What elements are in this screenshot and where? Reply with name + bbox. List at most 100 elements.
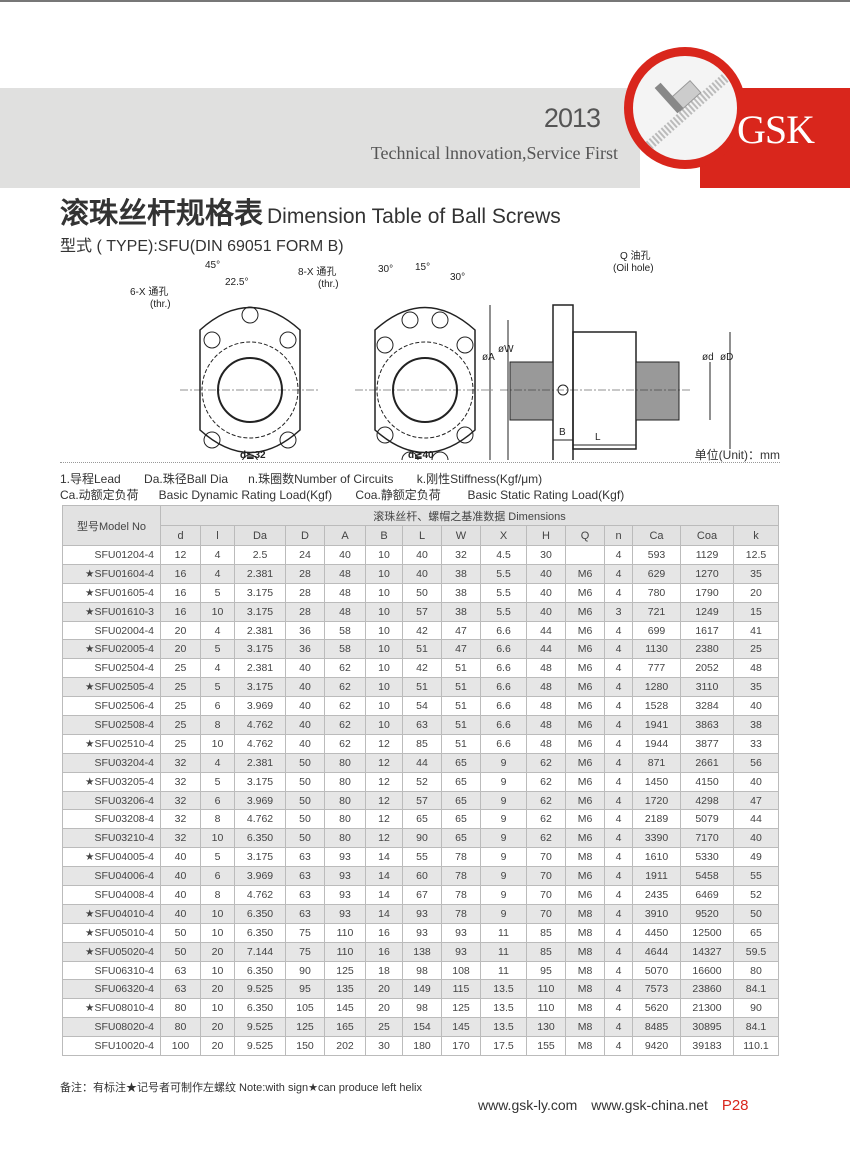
value-cell: 12 [160, 545, 201, 565]
value-cell: 58 [324, 639, 366, 660]
value-cell: 6 [200, 790, 235, 811]
value-cell: 62 [526, 828, 566, 849]
value-cell: 149 [402, 979, 442, 1000]
value-cell: 42 [402, 620, 442, 641]
column-header: Da [234, 525, 286, 546]
legend-line-1: 1.导程Lead Da.珠径Ball Dia n.珠圈数Number of Ci… [60, 472, 543, 486]
value-cell: 47 [441, 639, 481, 660]
value-cell: 4 [604, 677, 633, 698]
value-cell: 40 [526, 601, 566, 622]
value-cell: 75 [285, 941, 325, 962]
value-cell: 2661 [680, 752, 734, 773]
value-cell: 33 [733, 733, 779, 754]
value-cell: 5.5 [480, 563, 527, 584]
value-cell: 62 [324, 715, 366, 735]
svg-text:øD: øD [720, 352, 733, 363]
value-cell: 12 [365, 771, 403, 792]
model-cell: SFU06320-4 [62, 979, 161, 1000]
column-header: d [160, 525, 201, 546]
value-cell: 1450 [632, 771, 681, 792]
value-cell: 9 [480, 903, 527, 924]
value-cell: 10 [365, 545, 403, 565]
cond-large: d≧40 [408, 450, 434, 460]
value-cell: 4 [604, 828, 633, 849]
value-cell: 50 [285, 809, 325, 830]
dimensions-header: 滚珠丝杆、螺帽之基准数据 Dimensions [160, 505, 779, 526]
value-cell: 14 [365, 885, 403, 905]
svg-text:B: B [559, 427, 566, 438]
value-cell: 6.6 [480, 677, 527, 698]
value-cell: 41 [733, 620, 779, 641]
value-cell: 4644 [632, 941, 681, 962]
column-header: Ca [632, 525, 681, 546]
value-cell: 63 [160, 979, 201, 1000]
value-cell: 10 [365, 696, 403, 717]
value-cell: 4 [604, 866, 633, 887]
value-cell: 80 [324, 752, 366, 773]
value-cell: 80 [324, 828, 366, 849]
value-cell: 9 [480, 752, 527, 773]
value-cell: M6 [565, 601, 605, 622]
value-cell: 4 [604, 658, 633, 679]
value-cell: 5 [200, 677, 235, 698]
column-header: l [200, 525, 235, 546]
value-cell: 48 [324, 563, 366, 584]
value-cell: 51 [441, 658, 481, 679]
value-cell: 6.350 [234, 903, 286, 924]
value-cell: M6 [565, 658, 605, 679]
value-cell: 3.969 [234, 696, 286, 717]
value-cell: 40 [285, 658, 325, 679]
value-cell: 3877 [680, 733, 734, 754]
value-cell: 62 [324, 733, 366, 754]
value-cell: 1720 [632, 790, 681, 811]
value-cell: 4 [604, 885, 633, 905]
value-cell: 145 [441, 1017, 481, 1038]
value-cell: 25 [160, 677, 201, 698]
value-cell: 5620 [632, 998, 681, 1019]
value-cell: M6 [565, 771, 605, 792]
value-cell: 10 [365, 563, 403, 584]
value-cell: M6 [565, 866, 605, 887]
value-cell: 40 [733, 771, 779, 792]
value-cell: 4 [604, 809, 633, 830]
value-cell: 28 [285, 601, 325, 622]
value-cell: 30 [365, 1036, 403, 1057]
value-cell: 154 [402, 1017, 442, 1038]
value-cell: 54 [402, 696, 442, 717]
value-cell: 4 [604, 979, 633, 1000]
value-cell: 20 [200, 1017, 235, 1038]
model-cell: SFU02504-4 [62, 658, 161, 679]
website-link-1[interactable]: www.gsk-ly.com [478, 1097, 578, 1113]
value-cell: 5 [200, 582, 235, 603]
model-cell: ★SFU04005-4 [62, 847, 161, 868]
value-cell: 48 [324, 601, 366, 622]
model-cell: SFU02506-4 [62, 696, 161, 717]
svg-text:øW: øW [498, 344, 514, 355]
value-cell: 4 [604, 639, 633, 660]
svg-text:(thr.): (thr.) [318, 279, 339, 290]
value-cell: 4 [604, 847, 633, 868]
value-cell: 50 [160, 941, 201, 962]
value-cell: 4 [200, 620, 235, 641]
value-cell: 6.350 [234, 922, 286, 943]
value-cell: 105 [285, 998, 325, 1019]
value-cell: 40 [160, 903, 201, 924]
value-cell: 63 [285, 847, 325, 868]
page-number: P28 [721, 1097, 749, 1114]
value-cell: 2.381 [234, 563, 286, 584]
value-cell: 20 [365, 979, 403, 1000]
value-cell: 4 [200, 752, 235, 773]
value-cell: 93 [324, 866, 366, 887]
value-cell: 51 [441, 733, 481, 754]
website-link-2[interactable]: www.gsk-china.net [591, 1097, 708, 1113]
value-cell: 10 [200, 828, 235, 849]
value-cell: 30895 [680, 1017, 734, 1038]
value-cell: 145 [324, 998, 366, 1019]
value-cell: 80 [324, 790, 366, 811]
